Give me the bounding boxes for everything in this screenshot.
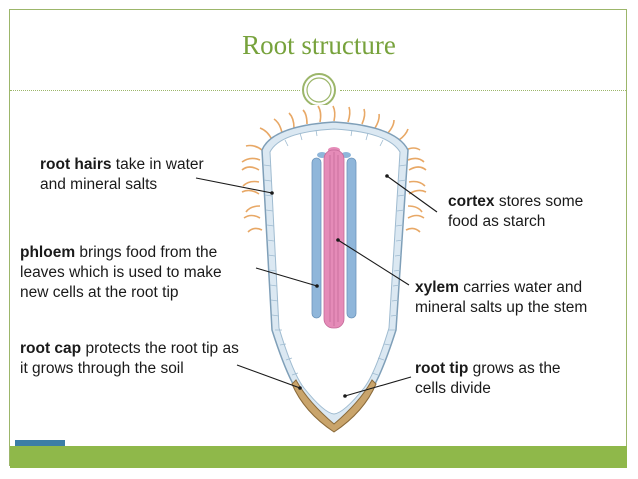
label-phloem-text: brings food from the xyxy=(75,244,218,261)
label-root-hairs: root hairs take in water and mineral sal… xyxy=(40,155,204,195)
label-xylem-line2: mineral salts up the stem xyxy=(415,299,588,316)
label-cortex-term: cortex xyxy=(448,193,495,210)
label-cortex-text: stores some xyxy=(494,193,584,210)
label-xylem: xylem carries water and mineral salts up… xyxy=(415,278,587,318)
phloem-right xyxy=(346,157,357,319)
label-root-tip-text: grows as the xyxy=(468,360,561,377)
label-root-cap: root cap protects the root tip as it gro… xyxy=(20,339,239,379)
root-cap xyxy=(291,379,377,433)
label-root-hairs-line2: and mineral salts xyxy=(40,176,158,193)
label-phloem: phloem brings food from the leaves which… xyxy=(20,243,222,303)
label-root-tip-term: root tip xyxy=(415,360,469,377)
label-cortex-line2: food as starch xyxy=(448,213,546,230)
label-cortex: cortex stores some food as starch xyxy=(448,192,583,232)
footer-accent-chip xyxy=(15,440,65,448)
label-xylem-text: carries water and xyxy=(458,279,583,296)
slide-title: Root structure xyxy=(242,30,396,60)
label-root-cap-line2: it grows through the soil xyxy=(20,360,184,377)
label-phloem-line3: new cells at the root tip xyxy=(20,284,179,301)
footer-bar xyxy=(10,446,627,468)
epidermis-cells xyxy=(263,129,407,376)
root-hairs-illustration xyxy=(241,105,427,233)
label-phloem-term: phloem xyxy=(20,244,76,261)
label-phloem-line2: leaves which is used to make xyxy=(20,264,222,281)
title-divider-left xyxy=(10,90,300,91)
pointer-lines xyxy=(195,175,438,397)
label-root-hairs-term: root hairs xyxy=(40,156,112,173)
label-root-cap-term: root cap xyxy=(20,340,82,357)
phloem-left xyxy=(311,157,322,319)
label-root-tip: root tip grows as the cells divide xyxy=(415,359,561,399)
label-root-hairs-text: take in water xyxy=(111,156,204,173)
label-root-tip-line2: cells divide xyxy=(415,380,491,397)
title-divider-right xyxy=(340,90,626,91)
label-xylem-term: xylem xyxy=(415,279,459,296)
label-root-cap-text: protects the root tip as xyxy=(81,340,239,357)
